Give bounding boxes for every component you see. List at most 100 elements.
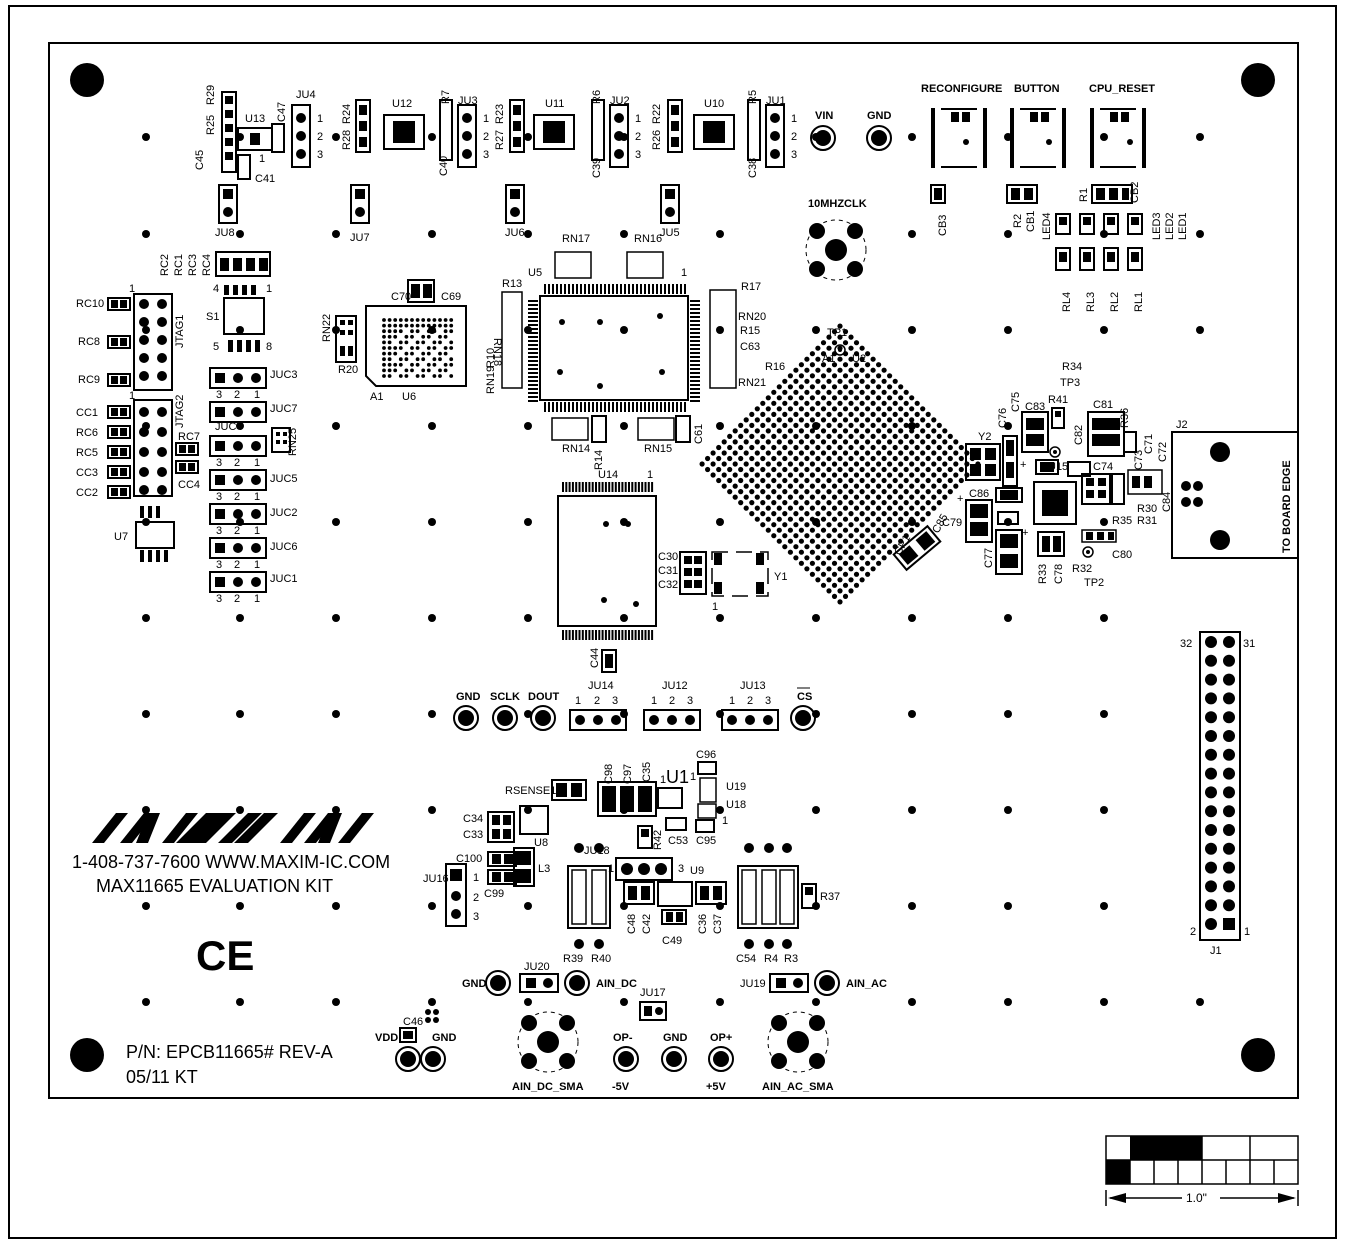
c42-label: C42 [641,914,653,934]
svg-text:2: 2 [234,491,240,503]
rn22-label: RN22 [321,314,333,342]
r34-label: R34 [1062,361,1082,373]
u13-label: U13 [245,113,265,125]
j2-label: J2 [1176,419,1188,431]
j1-pin1: 1 [1244,926,1250,938]
r29-label: R29 [205,85,217,105]
cs-label: CS [797,691,812,703]
u14-label: U14 [598,469,618,481]
u13-pin1: 1 [259,153,265,165]
c82-label: C82 [1073,425,1085,445]
op-plus-label: OP+ [710,1032,732,1044]
j1-pin2: 2 [1190,926,1196,938]
ju8-label: JU8 [215,227,235,239]
s1-label: S1 [206,311,219,323]
ju4-pin2: 2 [317,131,323,143]
ju6-label: JU6 [505,227,525,239]
u6-label: U6 [402,391,416,403]
maxim-logo [92,813,374,843]
r17-label: R17 [741,281,761,293]
cb1-label: CB1 [1025,211,1037,232]
gnd-mid-label: GND [456,691,481,703]
ju3-pin2: 2 [483,131,489,143]
cc3-label: CC3 [76,467,98,479]
u15-plus1: + [1020,459,1026,471]
c38-label: C38 [747,158,759,178]
j1-pin32: 32 [1180,638,1192,650]
u15-label: U15 [1048,461,1068,473]
ju14-p3: 3 [612,695,618,707]
c35-label: C35 [641,762,653,782]
svg-text:1: 1 [254,491,260,503]
ain-dc-sma-label: AIN_DC_SMA [512,1081,584,1093]
cpu-reset-label: CPU_RESET [1089,83,1155,95]
c34-label: C34 [463,813,483,825]
c71-label: C71 [1143,434,1155,454]
r39-label: R39 [563,953,583,965]
r25-label: R25 [205,115,217,135]
s1-pin5: 5 [213,341,219,353]
ju16-p1: 1 [473,872,479,884]
s1-pin8: 8 [266,341,272,353]
rc2-label: RC2 [159,254,171,276]
juc1-label: JUC1 [270,573,298,585]
u7-label: U7 [114,531,128,543]
ju12-p2: 2 [669,695,675,707]
ju2-label: JU2 [610,95,630,107]
ju4-label: JU4 [296,89,316,101]
r22-label: R22 [651,104,663,124]
rn19-label: RN19 [485,366,497,394]
cc4-label: CC4 [178,479,200,491]
mounting-hole-br [1241,1038,1275,1072]
c32-label: C32 [658,579,678,591]
led3-label: LED3 [1151,212,1163,240]
u2-region: TP1 A1 U2 [699,323,981,605]
svg-text:3: 3 [216,491,222,503]
c98-label: C98 [603,764,615,784]
c80-label: C80 [1112,549,1132,561]
c69-label: C69 [441,291,461,303]
juc5-label: JUC5 [270,473,298,485]
rn20-label: RN20 [738,311,766,323]
cb3-label: CB3 [937,215,949,236]
l3-label: L3 [538,863,550,875]
button-label: BUTTON [1014,83,1060,95]
r2-label: R2 [1012,214,1024,228]
jtag1-label: JTAG1 [174,315,186,348]
led1-label: LED1 [1177,212,1189,240]
svg-text:1: 1 [254,559,260,571]
c96-label: C96 [696,749,716,761]
ce-mark: CE [196,932,254,979]
p5v-label: +5V [706,1081,727,1093]
u12-label: U12 [392,98,412,110]
u1-label: U1 [666,767,689,787]
u6-a1-label: A1 [370,391,383,403]
u1-pin1b: 1 [690,771,696,783]
s1-pin1: 1 [266,283,272,295]
led-array: CB3 R2 CB1 R1 CB2 LED4 LED3 LED2 LED1 RL… [930,182,1189,312]
c86-plus: + [957,493,963,505]
c30-label: C30 [658,551,678,563]
s1-pin4: 4 [213,283,219,295]
reconfigure-label: RECONFIGURE [921,83,1002,95]
vin-label: VIN [815,110,833,122]
r20-label: R20 [338,364,358,376]
rc10-label: RC10 [76,298,104,310]
clk-label: 10MHZCLK [808,198,867,210]
gnd-top-label: GND [867,110,892,122]
rc3-label: RC3 [187,254,199,276]
vin-gnd-testpoints: VIN GND [810,110,892,151]
ain-ac-label: AIN_AC [846,978,887,990]
c47-label: C47 [276,102,288,122]
rc9-label: RC9 [78,374,100,386]
c84-label: C84 [1161,492,1173,512]
c78-label: C78 [1053,564,1065,584]
r40-label: R40 [591,953,611,965]
vdd-label: VDD [375,1032,398,1044]
r1-label: R1 [1078,188,1090,202]
scale-bar: 1.0" [1105,1135,1299,1206]
c33-label: C33 [463,829,483,841]
tp2-label: TP2 [1084,577,1104,589]
power-testpoints: OP- -5V GND OP+ +5V C46 VDD GND [375,1009,734,1093]
rl4-label: RL4 [1061,292,1073,312]
